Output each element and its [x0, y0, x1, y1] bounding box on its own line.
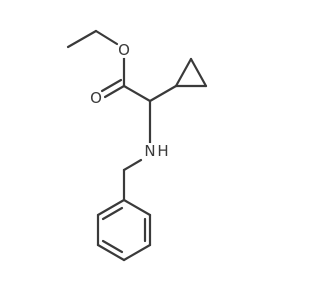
bond-benzene-4	[96, 243, 126, 262]
bond-methylene-ester-oxygen	[94, 29, 119, 46]
bond-cyclopropyl-ring-1	[174, 57, 193, 88]
bond-methyl-methylene	[66, 29, 98, 49]
amine-hydrogen-background	[157, 145, 169, 157]
bond-benzene-inner-2	[101, 206, 124, 221]
amine-hydrogen-label: H	[157, 142, 168, 160]
ester-oxygen-background	[116, 42, 132, 58]
bond-alpha-cyclopropyl	[148, 84, 178, 103]
amine-nitrogen-label: N	[144, 142, 155, 160]
amine-nitrogen-background	[142, 143, 158, 159]
carbonyl-oxygen-label: O	[90, 89, 102, 107]
bond-benzene-6	[96, 198, 126, 217]
bond-carbonyl-double-1	[103, 84, 126, 99]
bond-carbonyl-alpha	[122, 84, 152, 103]
bond-benzene-3	[122, 243, 152, 262]
bond-nitrogen-benzyl	[122, 158, 143, 172]
bond-carbonyl-double-2	[100, 78, 123, 93]
structure-canvas: O O N H	[66, 29, 208, 262]
bond-cyclopropyl-ring-2	[189, 57, 208, 88]
molecule-structure: O O N H	[66, 29, 208, 262]
bond-benzene-1	[122, 198, 152, 217]
ester-oxygen-label: O	[118, 41, 130, 59]
carbonyl-oxygen-background	[88, 90, 104, 106]
bond-benzene-inner-3	[101, 239, 124, 254]
